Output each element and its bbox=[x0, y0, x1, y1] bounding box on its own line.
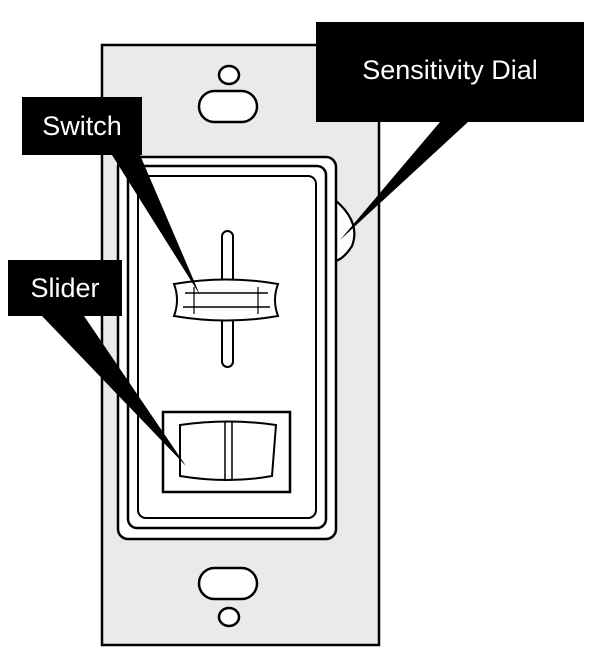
bottom-screw-hole bbox=[217, 606, 241, 628]
callout-sensitivity-dial: Sensitivity Dial bbox=[316, 22, 584, 240]
top-screw-hole bbox=[217, 64, 241, 86]
bottom-mounting-slot bbox=[197, 566, 259, 601]
label-sensitivity-dial: Sensitivity Dial bbox=[362, 55, 538, 85]
top-mounting-slot bbox=[197, 89, 259, 124]
callout-slider: Slider bbox=[8, 260, 186, 466]
label-switch: Switch bbox=[42, 111, 122, 141]
dimmer-knob[interactable] bbox=[172, 278, 280, 322]
callout-switch: Switch bbox=[22, 97, 200, 295]
label-slider: Slider bbox=[30, 273, 99, 303]
on-off-rocker[interactable] bbox=[161, 410, 292, 494]
